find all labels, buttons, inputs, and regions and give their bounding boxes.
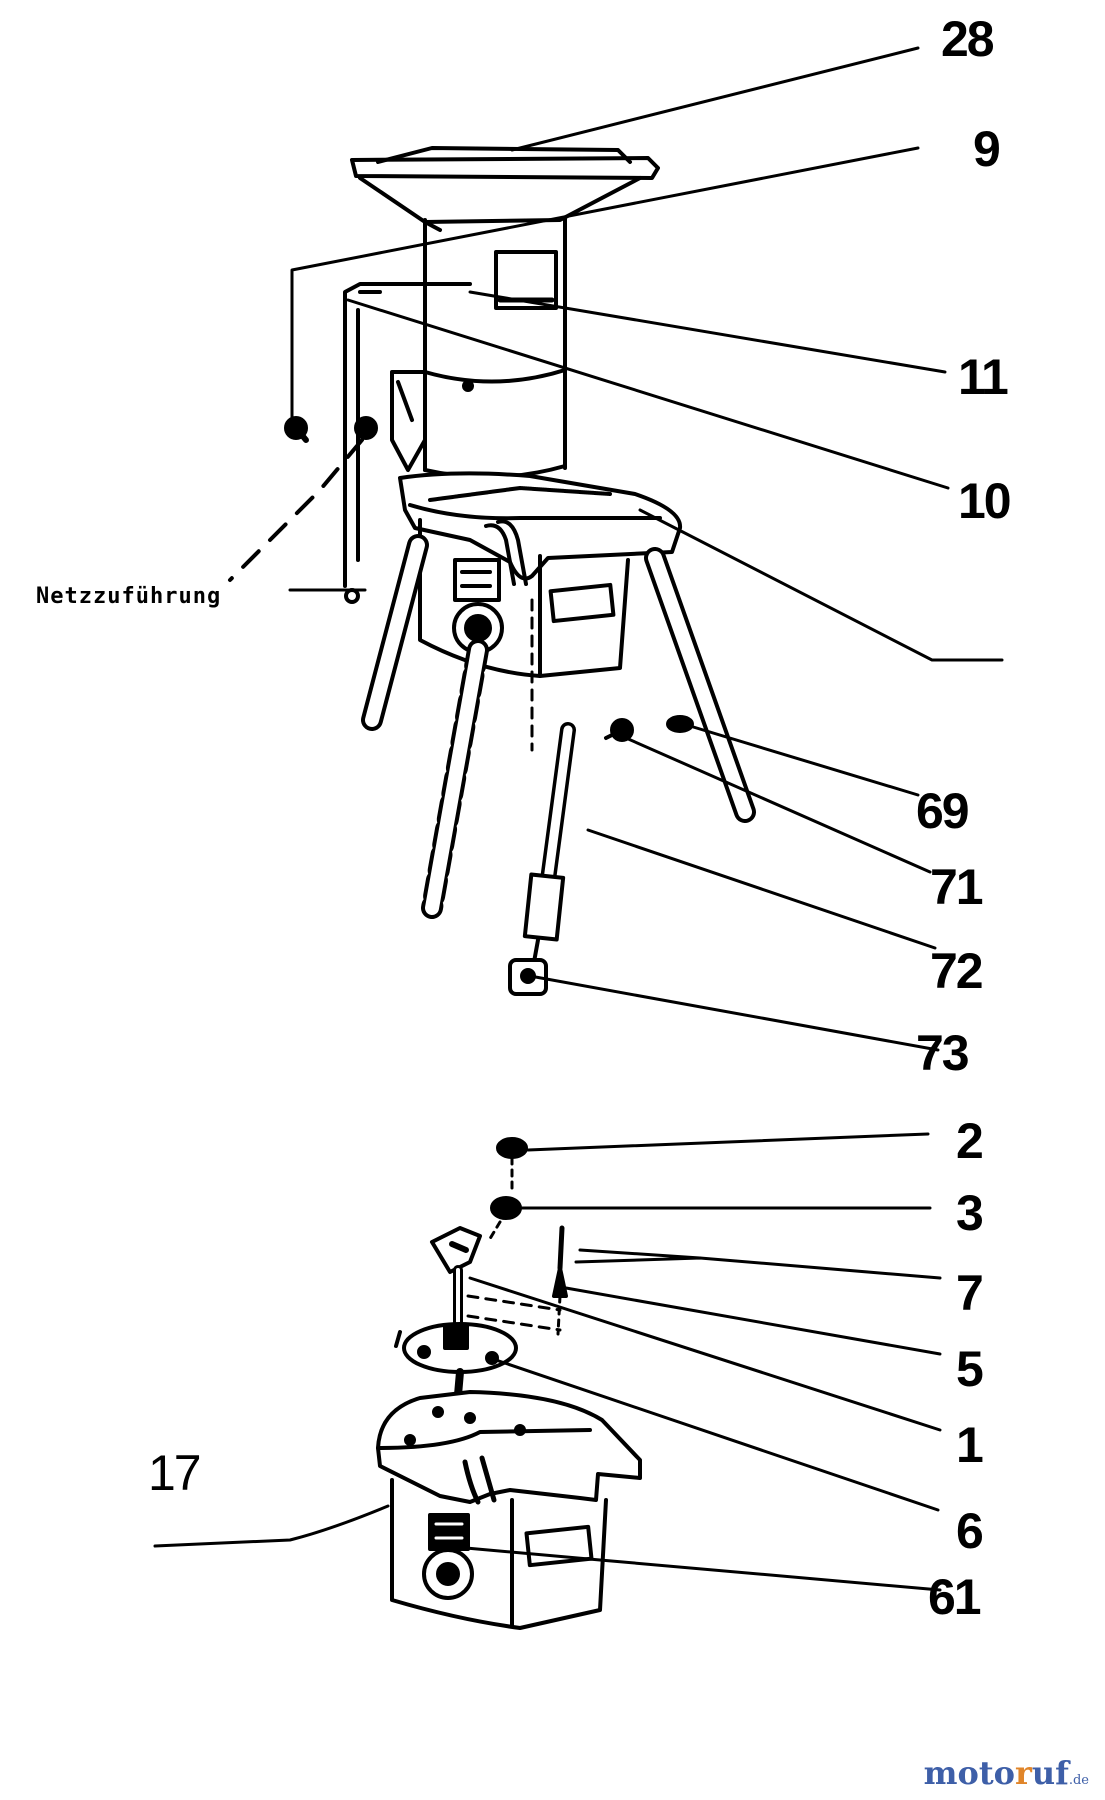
- part-label-61: 61: [928, 1569, 982, 1625]
- power-supply-annotation: Netzzuführung: [36, 584, 222, 609]
- legs: [361, 534, 756, 919]
- side-chute: [390, 370, 427, 472]
- left-screw: [284, 416, 378, 443]
- watermark-accent: r: [1014, 1754, 1032, 1792]
- cutter-blade: [430, 1226, 482, 1330]
- leader-lines-upper: [288, 46, 1004, 1052]
- part-label-69: 69: [916, 783, 970, 839]
- power-cable: [228, 438, 364, 604]
- blade-screws: [466, 1225, 568, 1336]
- part-label-5: 5: [956, 1341, 984, 1397]
- site-watermark: motoruf.de: [924, 1754, 1089, 1792]
- cutter-disk: [394, 1322, 518, 1374]
- part-label-71: 71: [930, 859, 984, 915]
- part-label-1: 1: [956, 1417, 984, 1473]
- part-label-17: 17: [148, 1445, 202, 1501]
- part-label-7: 7: [956, 1265, 984, 1321]
- strut-fasteners: [604, 715, 694, 742]
- watermark-suffix: .de: [1068, 1773, 1089, 1788]
- part-label-6: 6: [956, 1503, 984, 1559]
- part-label-10: 10: [958, 473, 1012, 529]
- part-label-2: 2: [956, 1113, 984, 1169]
- part-label-28: 28: [941, 11, 995, 67]
- part-label-3: 3: [956, 1185, 984, 1241]
- nut-3: [490, 1196, 522, 1220]
- base-housing: [398, 471, 683, 678]
- part-label-9: 9: [973, 121, 1001, 177]
- spring-strut: [508, 722, 576, 996]
- feed-tube: [423, 216, 567, 480]
- hopper-funnel: [350, 146, 660, 232]
- watermark-main-b: uf: [1031, 1754, 1069, 1792]
- part-label-73: 73: [916, 1025, 970, 1081]
- part-label-72: 72: [930, 943, 984, 999]
- part-label-11: 11: [958, 349, 1009, 405]
- lower-assembly: [376, 1137, 642, 1630]
- motor-housing: [376, 1390, 642, 1630]
- leader-lines-lower: [153, 1132, 942, 1592]
- watermark-main-a: moto: [923, 1754, 1015, 1792]
- upper-assembly: [228, 146, 756, 996]
- washer-2: [496, 1137, 528, 1159]
